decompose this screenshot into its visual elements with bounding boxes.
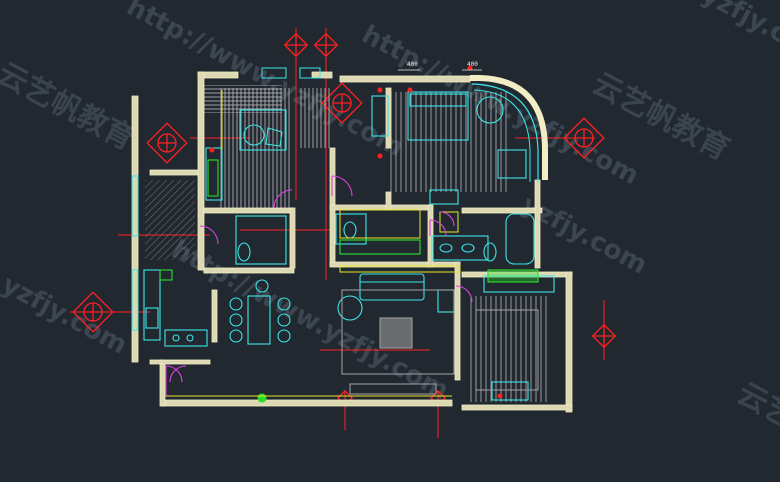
dimension-label: 400 [467,61,478,68]
burner [186,334,194,342]
sofa [359,273,425,301]
section-marker-left [146,122,188,164]
window [299,67,321,79]
section-marker-center [321,82,363,124]
threshold [339,265,461,273]
double-vanity [431,235,489,261]
bed-pillows [409,93,467,107]
watermark-url-corner: yzfjy.com [697,0,780,71]
kitchen-counter [143,269,161,341]
dining-chair [277,313,291,327]
curved-balcony [470,75,548,182]
door-swing [455,285,473,303]
dining-chair [255,279,269,293]
section-marker-lower-left [72,291,114,333]
living-room-items [341,289,539,395]
armchair [265,127,283,147]
chair [243,124,265,146]
dining-table [247,295,271,345]
vanity-outline [339,209,421,239]
side-table [497,149,527,179]
toilet [483,242,497,262]
planter [487,269,539,283]
sink [145,307,159,329]
study-desk [239,109,287,151]
doors [165,175,473,396]
section-marker-top-a [283,32,309,58]
appliance [159,269,173,281]
floor-drain [257,393,267,403]
balcony-deck [475,309,539,391]
dining-chair [277,297,291,311]
basin [439,243,453,253]
furniture-layer [143,91,555,401]
lounge-chair [476,96,504,124]
yellow-elements [165,90,461,397]
burner [172,334,180,342]
dining-chair [229,297,243,311]
toilet [343,221,357,239]
dining-chair [229,329,243,343]
floor-finishes [145,85,548,402]
door-swing [169,365,187,383]
armchair [337,295,363,321]
red-symbols [209,65,503,399]
dining-chair [277,329,291,343]
dimension-label: 400 [407,61,418,68]
shower-enclosure [235,215,287,265]
tv-cabinet [349,383,437,395]
dining-chair [229,313,243,327]
nightstand [371,95,389,137]
door-swing [199,225,219,245]
green-elements [159,159,539,403]
window [131,175,139,237]
window [131,269,139,331]
bath-vanity [335,213,367,245]
door-swing [429,219,447,237]
rug [341,289,455,375]
coffee-table [379,317,413,349]
toilet [237,242,251,262]
watermark-url-left: yzfjy.com [0,270,132,361]
windows [131,67,321,331]
section-marker-lower-right [591,323,617,349]
wardrobe [205,147,223,201]
stove [164,329,208,347]
master-bed [407,91,469,141]
balcony-seat [491,381,529,401]
section-marker-top-b [313,32,339,58]
door-swing [439,211,455,227]
watermark-brand-left: 云艺帆教育 [0,56,140,157]
basin [461,243,475,253]
balcony-bench [483,275,555,293]
dimension-annotations: 400 400 [398,61,482,71]
side-table [437,289,455,313]
cabinet-run [339,239,421,255]
window [261,67,287,79]
dresser [429,189,459,205]
section-marker-right [563,117,605,159]
cabinet [439,211,459,233]
door-swing [273,189,293,209]
watermark-brand-corner: 云艺帆教育 [731,376,780,477]
door-swing [165,365,183,383]
shelf [207,159,219,197]
bathtub [505,213,535,265]
door-swing [331,175,353,197]
